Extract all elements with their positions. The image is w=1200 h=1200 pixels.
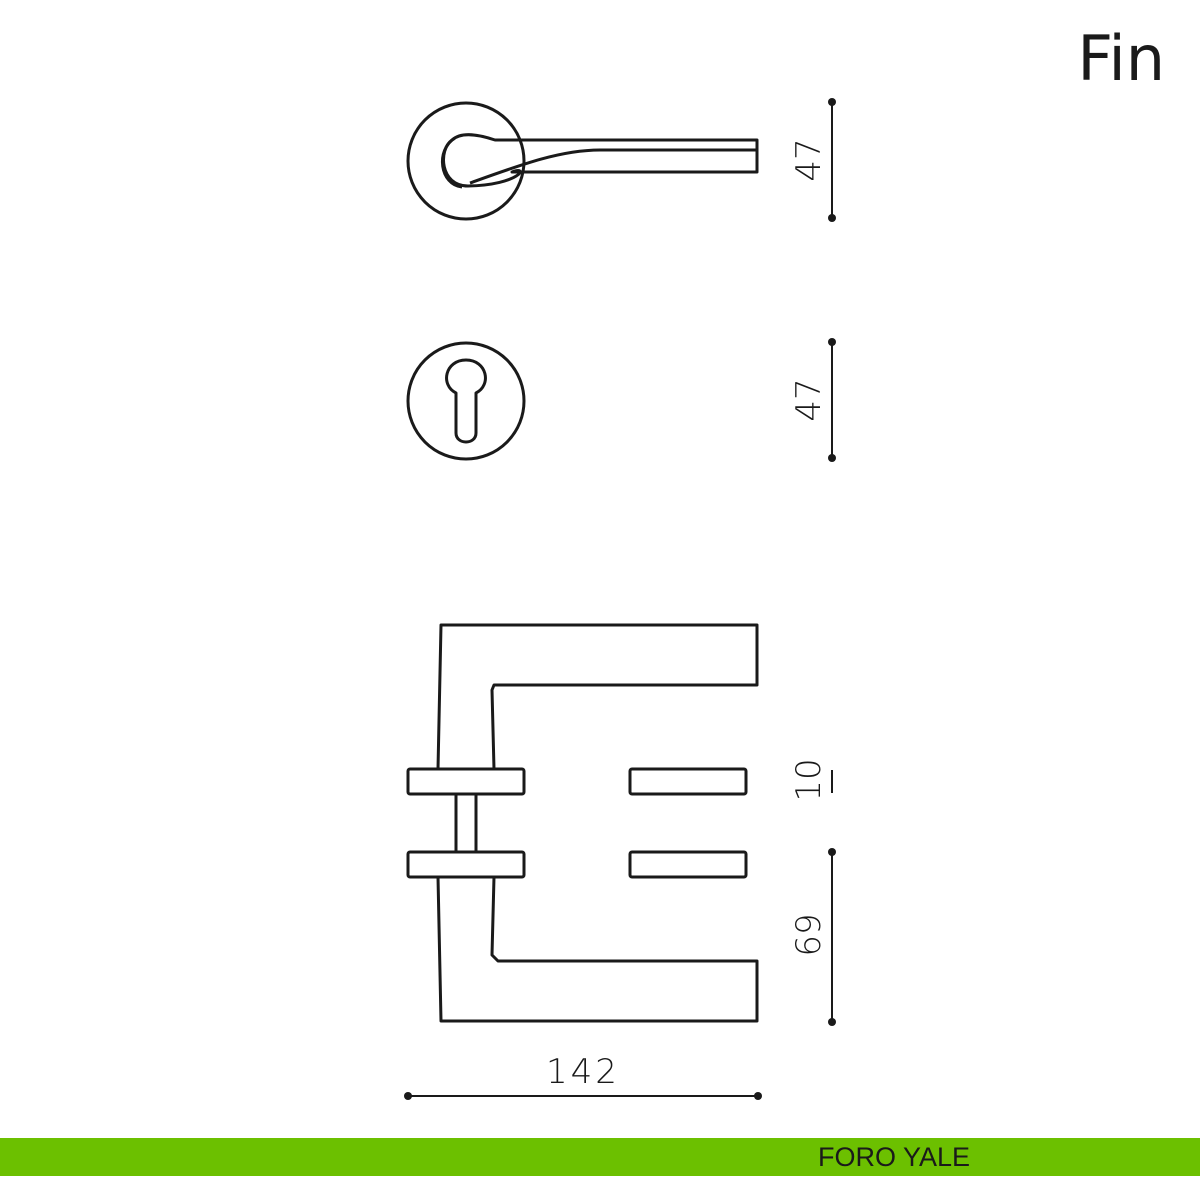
lever-front-view xyxy=(406,101,759,221)
escutcheon-view xyxy=(406,341,526,461)
product-title: Fin xyxy=(1077,22,1165,95)
dimension-47-escutcheon: 47 xyxy=(789,378,829,421)
lever-side-view xyxy=(406,623,759,1023)
dimension-10: 10 xyxy=(789,758,829,801)
dimension-142: 142 xyxy=(546,1052,620,1092)
dimension-47-lever: 47 xyxy=(789,138,829,181)
brand-label: FORO YALE xyxy=(818,1142,971,1172)
dimension-69: 69 xyxy=(789,913,829,956)
footer-bar xyxy=(0,1138,1200,1176)
